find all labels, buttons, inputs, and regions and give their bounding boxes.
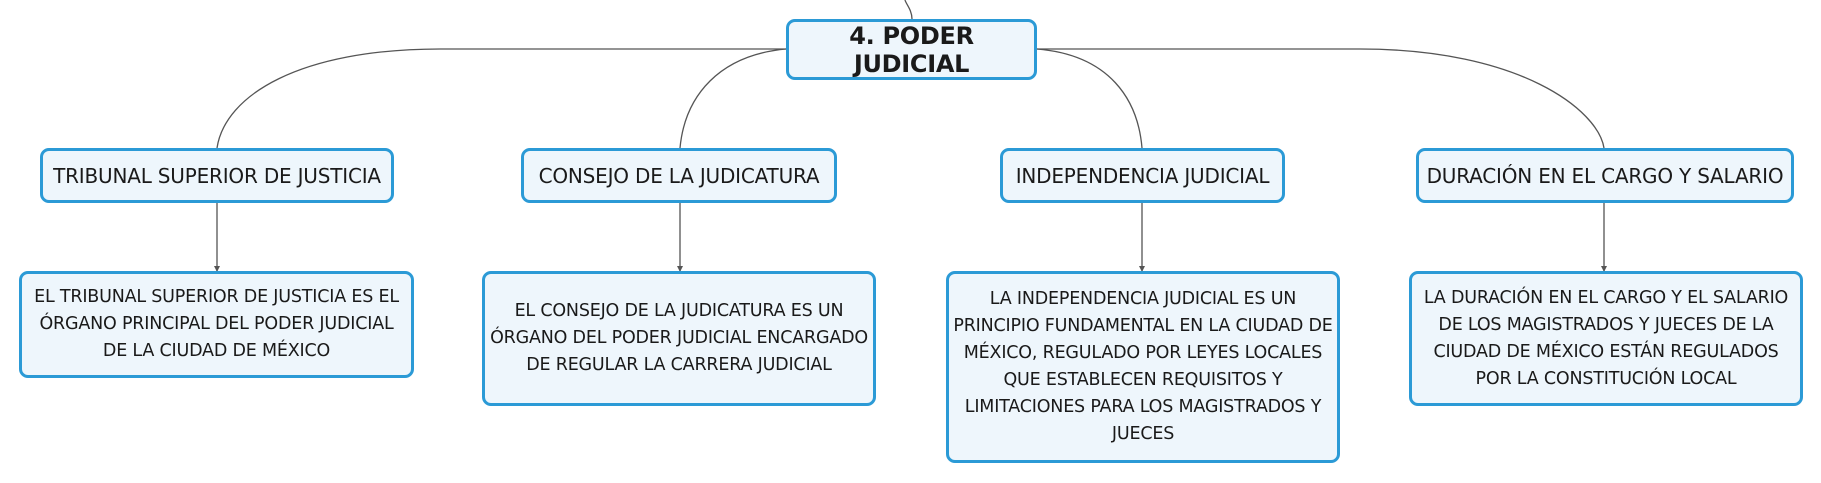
topic-node-label: INDEPENDENCIA JUDICIAL (1015, 163, 1270, 188)
topic-node-label: DURACIÓN EN EL CARGO Y SALARIO (1426, 163, 1784, 188)
topic-node-consejo-judicatura[interactable]: CONSEJO DE LA JUDICATURA (521, 148, 837, 203)
arrowhead-tribunal (214, 266, 220, 272)
arrowhead-consejo (677, 266, 683, 272)
detail-node-independencia-judicial[interactable]: LA INDEPENDENCIA JUDICIAL ES UN PRINCIPI… (946, 271, 1340, 463)
arrowhead-independencia (1139, 266, 1145, 272)
topic-node-duracion-cargo-salario[interactable]: DURACIÓN EN EL CARGO Y SALARIO (1416, 148, 1794, 203)
root-node-label: 4. PODER JUDICIAL (849, 21, 974, 78)
detail-node-consejo-judicatura[interactable]: EL CONSEJO DE LA JUDICATURA ES UN ÓRGANO… (482, 271, 876, 406)
arrowhead-duracion (1601, 266, 1607, 272)
connector-root-independencia (1036, 48, 1143, 149)
connector-root-parent (904, 0, 913, 20)
detail-node-tribunal-superior[interactable]: EL TRIBUNAL SUPERIOR DE JUSTICIA ES EL Ó… (19, 271, 414, 378)
detail-node-duracion-cargo-salario[interactable]: LA DURACIÓN EN EL CARGO Y EL SALARIO DE … (1409, 271, 1803, 406)
detail-node-text: EL CONSEJO DE LA JUDICATURA ES UN ÓRGANO… (490, 301, 868, 375)
connector-root-tribunal (216, 48, 786, 149)
topic-node-label: CONSEJO DE LA JUDICATURA (538, 163, 820, 188)
topic-node-label: TRIBUNAL SUPERIOR DE JUSTICIA (53, 163, 381, 188)
topic-node-tribunal-superior[interactable]: TRIBUNAL SUPERIOR DE JUSTICIA (40, 148, 394, 203)
detail-node-text: LA DURACIÓN EN EL CARGO Y EL SALARIO DE … (1423, 287, 1789, 389)
connector-root-duracion (1037, 48, 1605, 149)
detail-node-text: EL TRIBUNAL SUPERIOR DE JUSTICIA ES EL Ó… (34, 287, 399, 361)
topic-node-independencia-judicial[interactable]: INDEPENDENCIA JUDICIAL (1000, 148, 1285, 203)
detail-node-text: LA INDEPENDENCIA JUDICIAL ES UN PRINCIPI… (953, 289, 1333, 444)
root-node-poder-judicial[interactable]: 4. PODER JUDICIAL (786, 19, 1037, 80)
connector-root-consejo (679, 48, 787, 149)
